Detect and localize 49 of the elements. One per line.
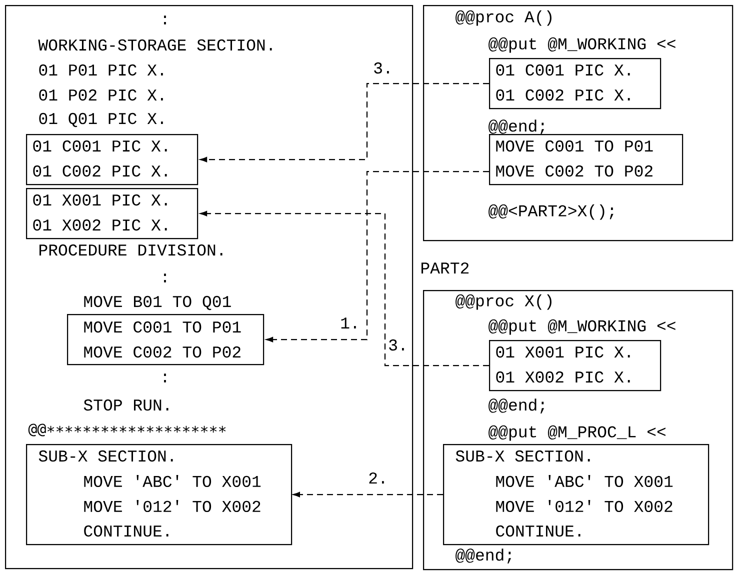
code-line: CONTINUE. (84, 525, 168, 537)
code-line: PROCEDURE DIVISION. (40, 244, 222, 256)
code-line: 01 C002 PIC X. (33, 165, 167, 177)
code-line: MOVE C001 TO P01 (496, 140, 653, 152)
code-line: @@<PART2>X(); (488, 204, 614, 220)
code-line: 01 P02 PIC X. (39, 89, 163, 101)
arrow (200, 83, 489, 162)
code-line: 01 X002 PIC X. (33, 219, 167, 231)
code-line: 01 X001 PIC X. (496, 346, 630, 358)
code-line: STOP RUN. (84, 399, 168, 411)
code-line: MOVE '012' TO X002 (84, 500, 260, 512)
code-line: MOVE B01 TO Q01 (84, 296, 231, 310)
code-line: MOVE C002 TO P02 (84, 346, 240, 358)
code-line: CONTINUE. (496, 525, 580, 537)
code-line: 01 C001 PIC X. (496, 64, 630, 76)
code-line: WORKING-STORAGE SECTION. (38, 39, 272, 51)
code-line: 01 X002 PIC X. (496, 371, 630, 383)
code-line: : (164, 16, 166, 24)
code-line: @@∗∗∗∗∗∗∗∗∗∗∗∗∗∗∗∗∗∗∗∗ (28, 424, 226, 436)
arrow (200, 210, 489, 366)
code-line: 01 Q01 PIC X. (39, 112, 163, 128)
code-line: @@end; (488, 398, 544, 414)
code-line: MOVE 'ABC' TO X001 (84, 474, 261, 488)
code-line: MOVE C001 TO P01 (84, 321, 241, 333)
code-line: MOVE '012' TO X002 (496, 500, 672, 512)
code-line: 01 P01 PIC X. (39, 64, 163, 76)
code-line: SUB-X SECTION. (38, 450, 173, 462)
code-line: : (164, 374, 166, 382)
edge-label: 2. (367, 472, 389, 485)
code-line: @@proc A() (456, 10, 552, 26)
edge-label: 3. (372, 61, 394, 75)
code-line: @@put @M_PROC_L << (488, 425, 666, 441)
code-line: @@end; (456, 548, 512, 564)
code-line: SUB-X SECTION. (456, 450, 590, 462)
code-line: 01 C001 PIC X. (33, 140, 167, 152)
edge-label: 1. (339, 316, 361, 330)
code-line: 01 C002 PIC X. (496, 89, 630, 101)
code-line: MOVE 'ABC' TO X001 (496, 474, 673, 488)
code-line: @@put @M_WORKING << (488, 319, 676, 335)
code-line: : (164, 274, 166, 282)
code-line: 01 X001 PIC X. (33, 194, 167, 206)
code-line: @@proc X() (456, 294, 552, 310)
edge-label: 3. (387, 338, 409, 352)
arrow (266, 171, 489, 342)
code-line: @@end; (488, 120, 544, 134)
code-line: @@put @M_WORKING << (488, 37, 676, 53)
code-line: MOVE C002 TO P02 (496, 165, 652, 177)
arrow (292, 492, 443, 498)
panel-heading: PART2 (422, 262, 469, 274)
